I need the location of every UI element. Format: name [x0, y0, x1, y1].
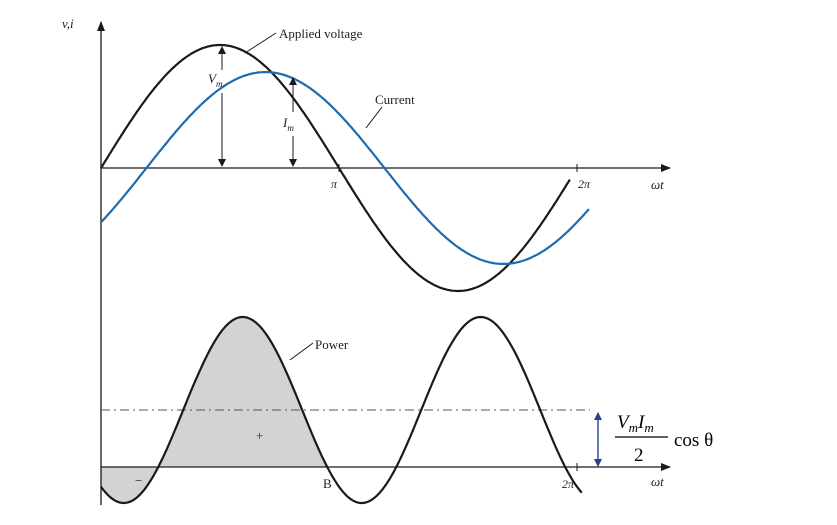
applied-voltage-curve	[100, 43, 571, 293]
current-label-leader	[365, 106, 383, 129]
current-curve	[100, 71, 590, 265]
applied-voltage-label: Applied voltage	[279, 26, 363, 41]
power-label: Power	[315, 337, 349, 352]
y-axis-label: v,i	[62, 16, 74, 31]
power-negative-area	[101, 467, 159, 503]
tick-label-2pi-bottom: 2π	[562, 477, 575, 491]
current-label: Current	[375, 92, 415, 107]
vm-label: Vm	[208, 71, 223, 89]
average-power-formula: VmIm 2 cos θ	[615, 412, 713, 466]
svg-text:VmIm: VmIm	[617, 412, 654, 435]
voltage-label-leader	[244, 32, 277, 54]
point-b-label: B	[323, 476, 332, 491]
power-label-leader	[289, 342, 314, 361]
power-positive-area	[158, 317, 328, 467]
power-curve	[100, 315, 583, 505]
svg-text:cos θ: cos θ	[674, 430, 713, 451]
x-axis-label-top: ωt	[651, 177, 664, 192]
tick-label-pi: π	[331, 177, 338, 191]
negative-area-sign: −	[135, 473, 142, 488]
tick-label-2pi-top: 2π	[578, 177, 591, 191]
im-label: Im	[282, 115, 294, 133]
x-axis-label-bottom: ωt	[651, 474, 664, 489]
svg-text:2: 2	[634, 445, 644, 466]
positive-area-sign: +	[256, 428, 263, 443]
